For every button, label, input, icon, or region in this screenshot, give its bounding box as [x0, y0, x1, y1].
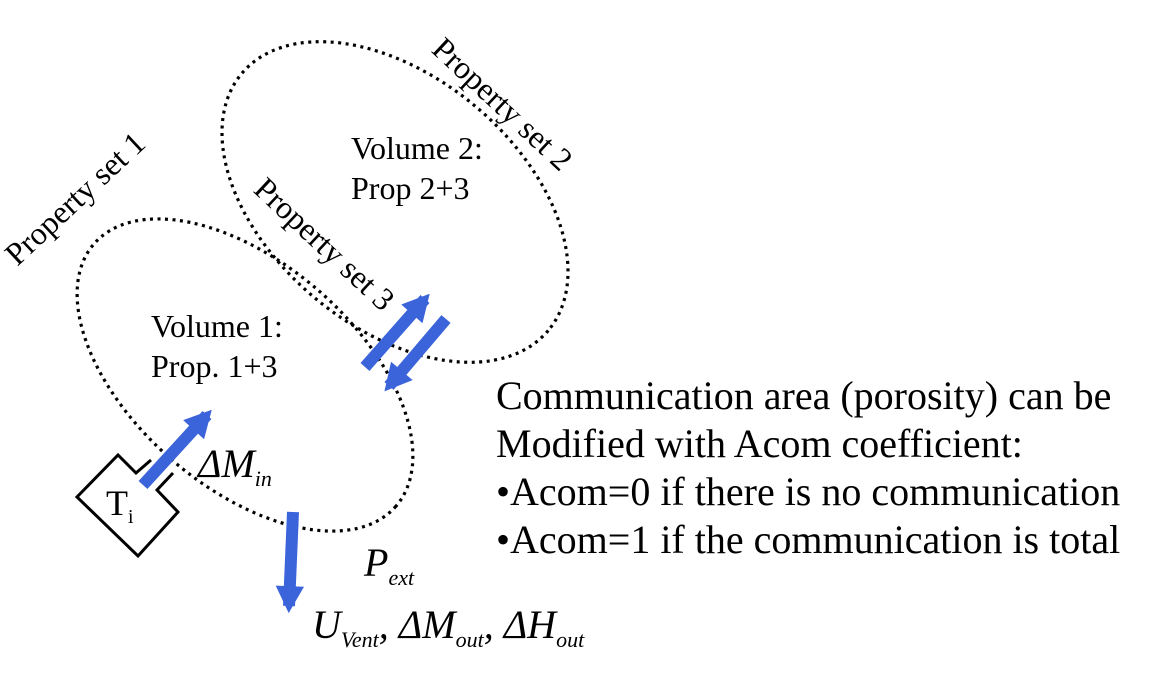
acom-note-line-3: •Acom=0 if there is no communication	[496, 469, 1121, 514]
inflow-sub: in	[254, 466, 272, 491]
volume2-ellipse	[220, 40, 570, 364]
outflow-label: UVent, ΔMout, ΔHout	[312, 602, 585, 652]
volume1-subtitle: Prop. 1+3	[151, 348, 278, 384]
pressure-label: Pext	[364, 540, 414, 589]
volume1-title: Volume 1:	[151, 308, 283, 344]
outflow-part-dhout: , ΔHout	[483, 602, 585, 652]
volume1-label: Volume 1: Prop. 1+3	[151, 306, 283, 386]
inflow-label: ΔMin	[198, 441, 272, 490]
volume2-title: Volume 2:	[351, 130, 483, 166]
outflow-part-dmout: , ΔMout	[378, 602, 484, 652]
acom-note-line-1: Communication area (porosity) can be	[496, 373, 1112, 418]
acom-note: Communication area (porosity) can be Mod…	[496, 372, 1120, 564]
ti-sub: i	[128, 506, 134, 529]
pressure-main: P	[364, 540, 389, 585]
ti-source-label: Ti	[106, 483, 134, 527]
ti-main: T	[106, 483, 128, 523]
acom-note-line-2: Modified with Acom coefficient:	[496, 421, 1023, 466]
outflow-part-uvent: UVent	[312, 602, 379, 652]
volume2-label: Volume 2: Prop 2+3	[351, 128, 483, 208]
inflow-main: ΔM	[198, 441, 255, 486]
acom-note-line-4: •Acom=1 if the communication is total	[496, 517, 1121, 562]
exchange-arrow-up	[360, 293, 430, 371]
pressure-sub: ext	[388, 565, 415, 590]
inflow-arrow	[138, 409, 212, 490]
exchange-arrow-down	[384, 315, 451, 392]
vent-arrow	[275, 511, 304, 614]
volume2-subtitle: Prop 2+3	[351, 170, 470, 206]
